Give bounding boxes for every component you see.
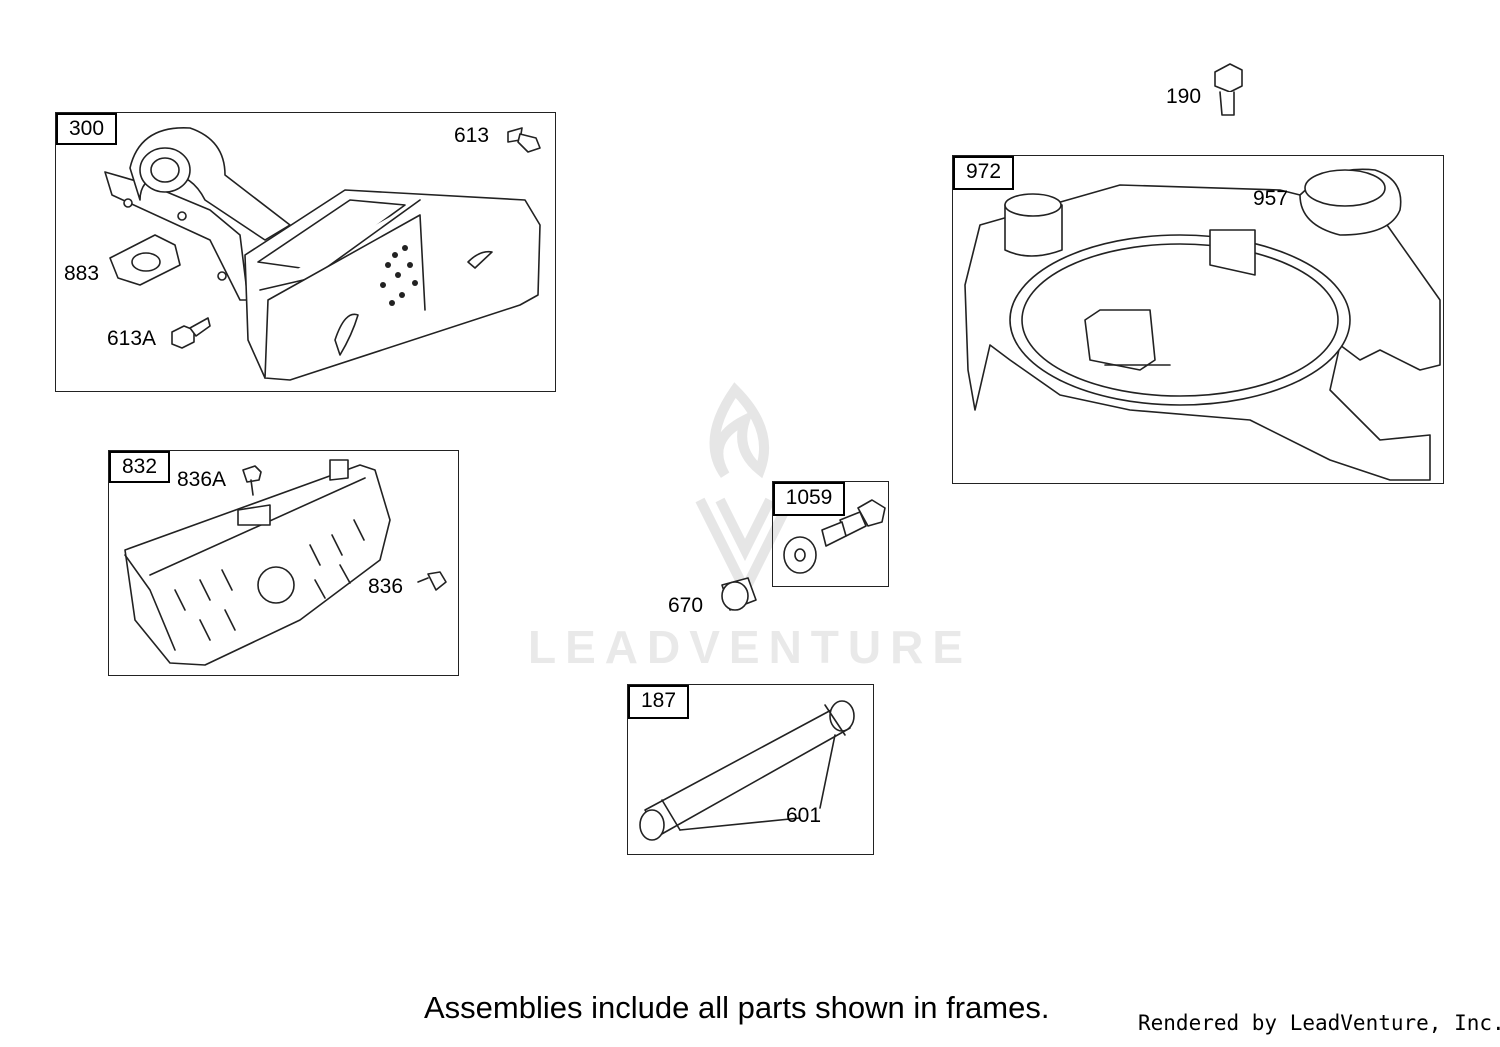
callout-883[interactable]: 883 [64, 262, 100, 285]
frame-1059[interactable] [772, 481, 889, 587]
frame-tag-832[interactable]: 832 [109, 451, 170, 483]
muffler-drawing [104, 127, 541, 381]
frame-300[interactable] [55, 112, 556, 392]
fuel-line-drawing [639, 700, 855, 841]
assemblies-note: Assemblies include all parts shown in fr… [424, 990, 1050, 1025]
spacer-drawing [721, 577, 757, 611]
bolt-washer-drawing [783, 499, 886, 574]
rendered-by-credit: Rendered by LeadVenture, Inc. [1138, 1011, 1500, 1035]
callout-601[interactable]: 601 [786, 804, 822, 827]
frame-tag-1059[interactable]: 1059 [773, 482, 845, 516]
callout-613a[interactable]: 613A [107, 327, 157, 350]
frame-tag-187[interactable]: 187 [628, 685, 689, 719]
callout-836a[interactable]: 836A [177, 468, 227, 491]
callout-613[interactable]: 613 [454, 124, 490, 147]
frame-tag-300[interactable]: 300 [56, 113, 117, 145]
frame-187[interactable] [627, 684, 874, 855]
heat-shield-drawing [124, 459, 447, 666]
callout-190[interactable]: 190 [1166, 85, 1202, 108]
watermark-text: LEADVENTURE [527, 621, 973, 673]
callout-670[interactable]: 670 [668, 594, 704, 617]
callout-957[interactable]: 957 [1253, 187, 1289, 210]
callout-836[interactable]: 836 [368, 575, 404, 598]
frame-tag-972[interactable]: 972 [953, 156, 1014, 190]
fuel-tank-drawing [964, 63, 1441, 481]
frame-832[interactable] [108, 450, 459, 676]
frame-972[interactable] [952, 155, 1444, 484]
